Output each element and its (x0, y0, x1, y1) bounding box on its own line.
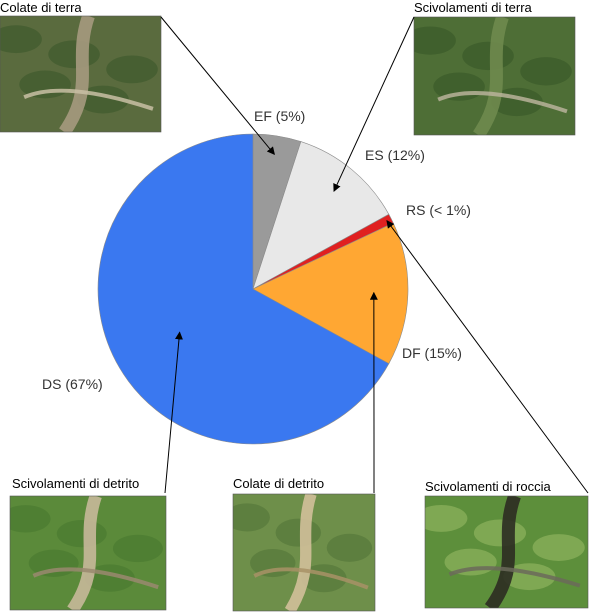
slice-labels: EF (5%) ES (12%) RS (< 1%) DF (15%) DS (67%) (42, 108, 471, 392)
photo-title-df: Colate di detrito (233, 476, 324, 491)
leader-lines (160, 16, 589, 494)
slice-label-es: ES (12%) (365, 147, 425, 163)
photo-rs (424, 495, 589, 609)
pie-slice-ds (97, 133, 390, 445)
pie-slice-es (252, 141, 390, 290)
leader-rs (386, 219, 589, 494)
leader-ds (164, 331, 183, 494)
photo-df (232, 493, 376, 612)
photo-title-ef: Colate di terra (0, 0, 82, 15)
pie-slice-df (252, 222, 409, 365)
slice-label-df: DF (15%) (402, 345, 462, 361)
photo-title-rs: Scivolamenti di roccia (425, 479, 551, 494)
photo-title-es: Scivolamenti di terra (414, 0, 533, 15)
slice-label-ef: EF (5%) (254, 108, 305, 124)
pie (97, 133, 409, 445)
slice-label-ds: DS (67%) (42, 376, 103, 392)
leader-ef (160, 16, 275, 156)
slice-label-rs: RS (< 1%) (406, 202, 471, 218)
photo-es (413, 16, 576, 136)
photo-ds (9, 495, 167, 611)
photo-title-ds: Scivolamenti di detrito (12, 476, 139, 491)
photo-ef (0, 15, 162, 133)
leader-es (333, 16, 415, 192)
